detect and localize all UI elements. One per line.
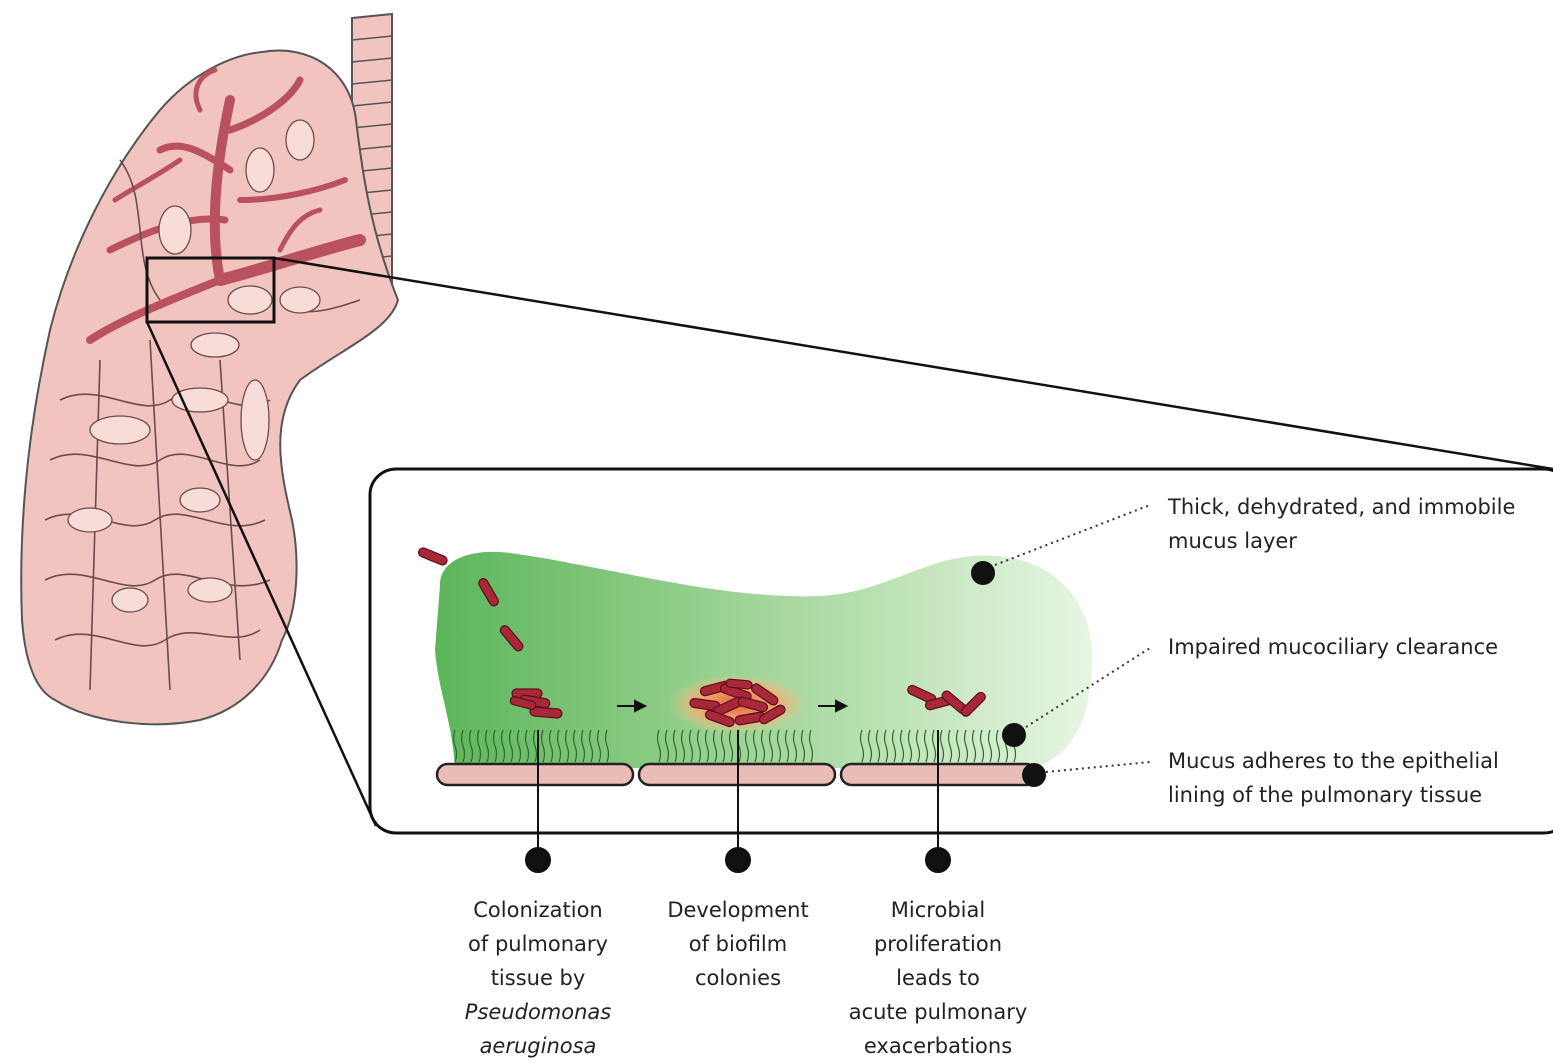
clearance-label: Impaired mucociliary clearance	[1168, 630, 1498, 664]
stage-3-dot	[926, 848, 950, 872]
epithelial-cell-1	[437, 764, 633, 785]
stage-2-dot	[726, 848, 750, 872]
lung-illustration	[21, 14, 398, 724]
lung-lobe	[21, 51, 398, 725]
stage-1-dot	[526, 848, 550, 872]
species-name-2: aeruginosa	[418, 1029, 658, 1063]
adhesion-marker	[1022, 763, 1046, 787]
clearance-marker	[1002, 723, 1026, 747]
mucus-layer-marker	[971, 561, 995, 585]
mucus-layer-label: Thick, dehydrated, and immobile mucus la…	[1168, 490, 1515, 558]
species-name: Pseudomonas	[418, 995, 658, 1029]
adhesion-label: Mucus adheres to the epithelial lining o…	[1168, 744, 1499, 812]
stage-3-caption: Microbial proliferation leads to acute p…	[818, 893, 1058, 1063]
